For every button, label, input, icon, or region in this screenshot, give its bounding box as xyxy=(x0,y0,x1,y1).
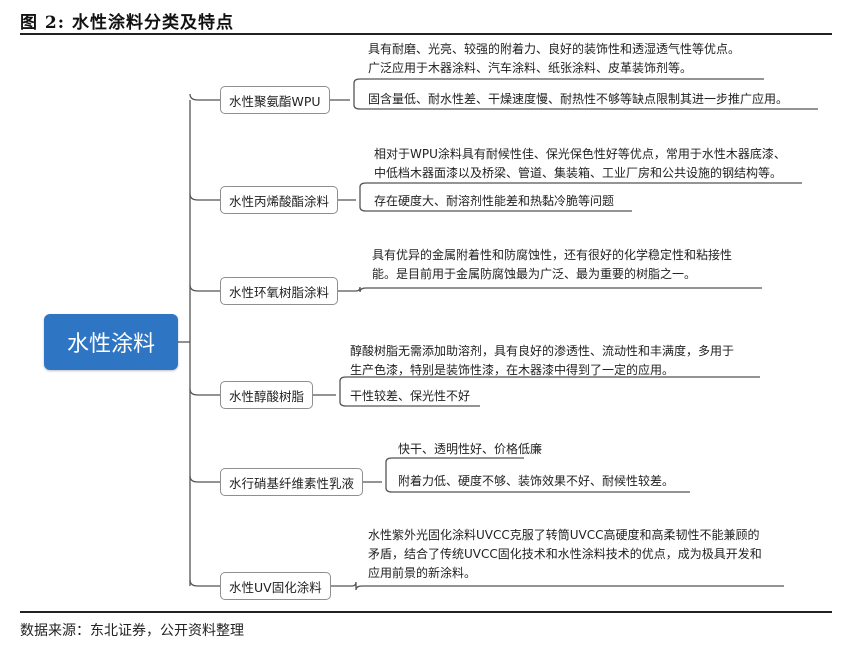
branch-node-alkyd[interactable]: 水性醇酸树脂 xyxy=(220,381,314,409)
connector xyxy=(385,487,690,493)
connector xyxy=(351,581,784,591)
branch-label: 水行硝基纤维素性乳液 xyxy=(229,475,355,491)
connector xyxy=(189,388,220,396)
branch-node-uv[interactable]: 水性UV固化涂料 xyxy=(220,572,331,600)
root-label: 水性涂料 xyxy=(66,332,155,357)
connector xyxy=(189,475,220,483)
branch-node-acrylic[interactable]: 水性丙烯酸酯涂料 xyxy=(220,186,339,214)
figure-title: 图 2: 水性涂料分类及特点 xyxy=(20,13,234,33)
branch-note: 醇酸树脂无需添加助溶剂，具有良好的渗透性、流动性和丰满度，多用于 生产色漆，特别… xyxy=(350,344,735,377)
connector xyxy=(189,284,220,292)
branch-note: 存在硬度大、耐溶剂性能差和热黏冷脆等问题 xyxy=(374,194,615,208)
connector xyxy=(189,579,220,587)
connector xyxy=(189,193,220,201)
root-node[interactable]: 水性涂料 xyxy=(44,314,178,370)
figure-source: 数据来源：东北证券，公开资料整理 xyxy=(20,623,244,639)
connector xyxy=(353,78,764,84)
connector xyxy=(385,457,524,463)
connector xyxy=(359,182,802,188)
branch-node-wpu[interactable]: 水性聚氨酯WPU xyxy=(220,86,330,114)
branch-note: 快干、透明性好、价格低廉 xyxy=(398,442,543,456)
branch-label: 水性醇酸树脂 xyxy=(229,388,305,404)
connector xyxy=(353,104,818,110)
connector xyxy=(339,376,760,382)
bottom-rule xyxy=(20,611,832,613)
branch-note: 固含量低、耐水性差、干燥速度慢、耐热性不够等缺点限制其进一步推广应用。 xyxy=(368,92,789,106)
connector xyxy=(359,206,632,212)
branch-node-nitrocellulose[interactable]: 水行硝基纤维素性乳液 xyxy=(220,468,364,496)
branch-label: 水性聚氨酯WPU xyxy=(229,93,321,109)
branch-note: 附着力低、硬度不够、装饰效果不好、耐候性较差。 xyxy=(398,474,675,488)
branch-label: 水性丙烯酸酯涂料 xyxy=(229,193,330,209)
branch-label: 水性环氧树脂涂料 xyxy=(229,284,330,300)
branch-note: 相对于WPU涂料具有耐候性佳、保光保色性好等优点，常用于水性木器底漆、 中低档木… xyxy=(374,147,786,180)
branch-node-epoxy[interactable]: 水性环氧树脂涂料 xyxy=(220,277,339,305)
branch-note: 水性紫外光固化涂料UVCC克服了转筒UVCC高硬度和高柔韧性不能兼顾的 矛盾，结… xyxy=(368,528,762,580)
connector xyxy=(355,286,762,293)
branch-note: 具有耐磨、光亮、较强的附着力、良好的装饰性和透湿透气性等优点。 广泛应用于木器涂… xyxy=(368,42,741,75)
branch-label: 水性UV固化涂料 xyxy=(229,579,322,595)
connector xyxy=(339,401,480,407)
top-rule xyxy=(20,33,832,35)
branch-note: 干性较差、保光性不好 xyxy=(350,389,471,403)
connector xyxy=(189,93,220,101)
branch-note: 具有优异的金属附着性和防腐蚀性，还有很好的化学稳定性和粘接性 能。是目前用于金属… xyxy=(372,248,733,281)
